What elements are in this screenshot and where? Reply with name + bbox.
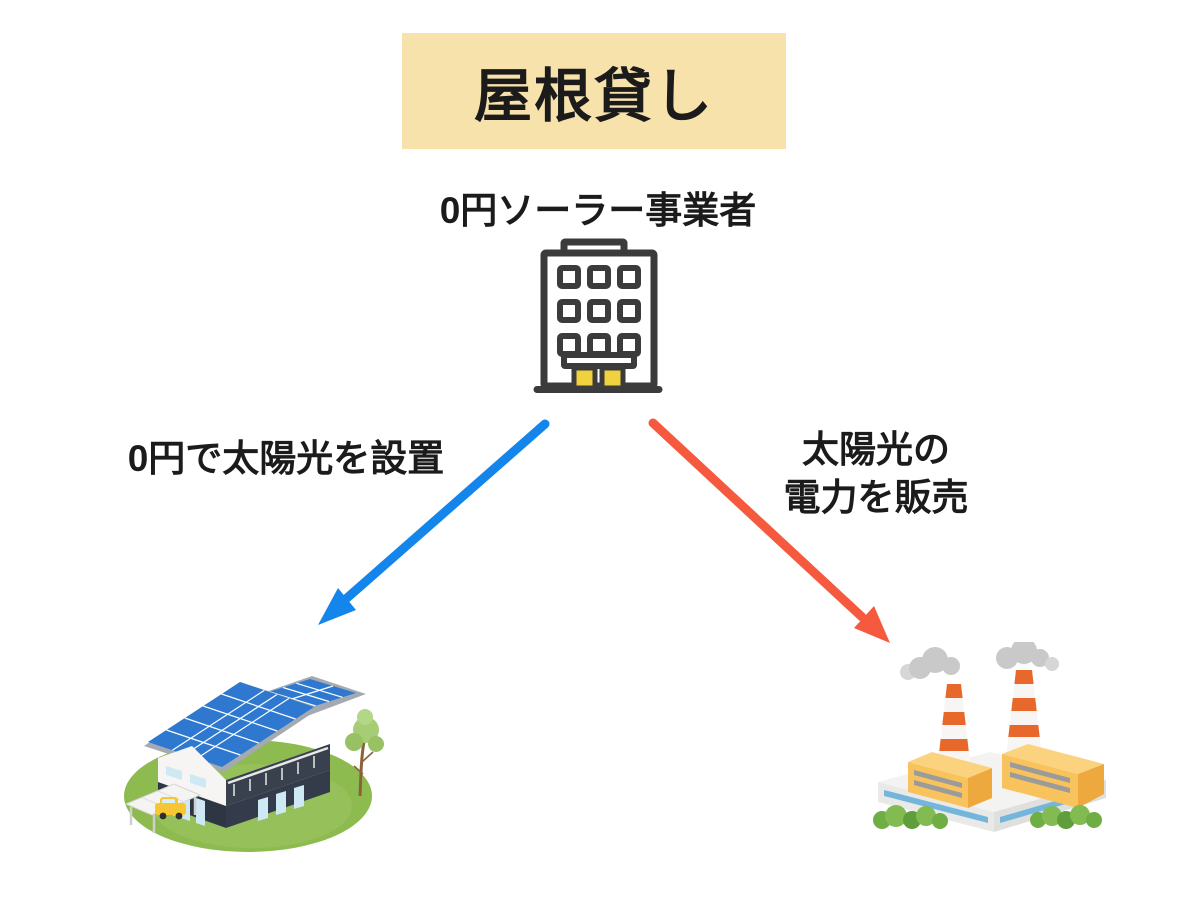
factory-building-left <box>908 752 992 808</box>
title-banner: 屋根貸し <box>402 33 786 149</box>
right-flow-label-line1: 太陽光の <box>802 429 950 470</box>
office-building-icon <box>533 238 663 393</box>
bushes-icon <box>873 805 1102 829</box>
right-flow-label: 太陽光の 電力を販売 <box>766 426 986 522</box>
car-icon <box>155 797 186 820</box>
right-flow-label-line2: 電力を販売 <box>783 477 969 518</box>
factory-building-right <box>1002 744 1104 808</box>
factory-icon <box>873 642 1106 832</box>
tree-icon <box>345 709 384 797</box>
left-flow-label: 0円で太陽光を設置 <box>127 438 445 479</box>
smoke-icon <box>900 642 1059 680</box>
blue-arrow <box>318 419 550 625</box>
page-title: 屋根貸し <box>473 64 714 129</box>
operator-label: 0円ソーラー事業者 <box>439 190 757 231</box>
solar-house-icon <box>124 676 384 852</box>
chimney-right-icon <box>1006 670 1042 757</box>
chimney-left-icon <box>938 684 970 762</box>
red-arrow <box>648 418 890 643</box>
